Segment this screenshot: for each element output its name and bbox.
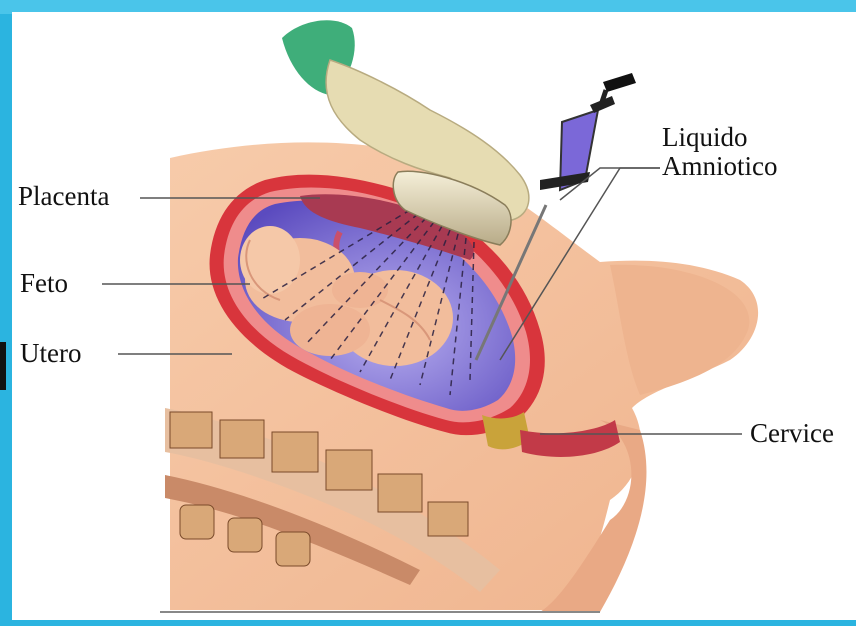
label-utero: Utero: [20, 340, 81, 367]
label-placenta: Placenta: [18, 183, 109, 210]
label-liquido-line2: Amniotico: [662, 152, 778, 181]
left-edge-bar: [0, 342, 6, 390]
label-cervice: Cervice: [750, 420, 834, 447]
label-liquido-line1: Liquido: [662, 123, 778, 152]
frame-texture: [0, 0, 856, 14]
label-feto: Feto: [20, 270, 68, 297]
label-liquido-amniotico: Liquido Amniotico: [662, 123, 778, 181]
